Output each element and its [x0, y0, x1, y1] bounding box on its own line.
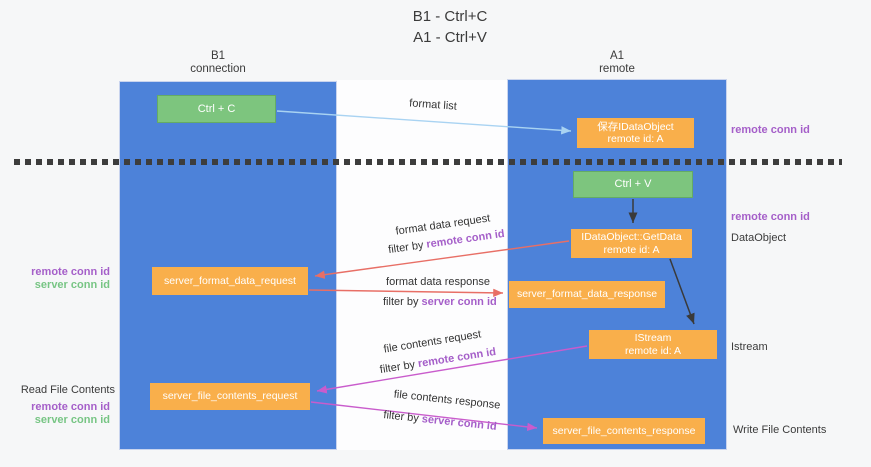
node-ctrl-c: Ctrl + C [157, 95, 276, 123]
node-save-idataobject: 保存IDataObject remote id: A [577, 118, 694, 148]
right-label-dataobject: DataObject [731, 232, 787, 244]
lane-header-a1: A1 remote [557, 50, 677, 76]
lane-b1-subtitle: connection [190, 63, 246, 75]
node-getdata-line2: remote id: A [603, 243, 660, 256]
node-ctrl-v: Ctrl + V [573, 171, 693, 198]
filter-by-text: filter by [382, 409, 420, 425]
node-file-response-label: server_file_contents_response [552, 424, 696, 437]
right-label-write-file-contents: Write File Contents [733, 424, 827, 436]
right-label-remote-conn-id-2: remote conn id [731, 211, 810, 223]
node-format-response-label: server_format_data_response [516, 288, 658, 301]
node-idataobject-getdata: IDataObject::GetData remote id: A [571, 229, 692, 258]
edge-label-format-data-response: format data response [386, 276, 490, 288]
diagram-title: B1 - Ctrl+C A1 - Ctrl+V [330, 6, 570, 48]
node-file-request-label: server_file_contents_request [162, 390, 298, 403]
left-label-remote-conn-id-2: remote conn id [31, 401, 110, 413]
title-line-2: A1 - Ctrl+V [413, 29, 487, 46]
node-server-format-data-response: server_format_data_response [509, 281, 665, 308]
dashed-separator-line [14, 159, 842, 165]
node-server-file-contents-response: server_file_contents_response [543, 418, 705, 444]
left-label-server-conn-id-1: server conn id [34, 279, 110, 291]
node-istream: IStream remote id: A [589, 330, 717, 359]
node-save-idataobject-line1: 保存IDataObject [597, 120, 674, 133]
node-ctrl-c-label: Ctrl + C [197, 102, 236, 115]
node-ctrl-v-label: Ctrl + V [614, 178, 652, 191]
lane-b1-title: B1 [210, 50, 226, 62]
node-server-format-data-request: server_format_data_request [152, 267, 308, 295]
lane-a1-subtitle: remote [599, 63, 635, 75]
lane-a1-title: A1 [609, 50, 625, 62]
node-format-request-label: server_format_data_request [164, 274, 296, 287]
left-label-remote-conn-id-1: remote conn id [31, 266, 110, 278]
right-label-remote-conn-id-1: remote conn id [731, 124, 810, 136]
left-label-read-file-contents: Read File Contents [20, 384, 115, 396]
right-label-istream: Istream [731, 341, 768, 353]
node-istream-line1: IStream [634, 332, 672, 344]
lane-header-b1: B1 connection [158, 50, 278, 76]
node-server-file-contents-request: server_file_contents_request [150, 383, 310, 410]
server-conn-id-keyword: server conn id [421, 296, 497, 308]
edge-label-filter-server-1: filter by server conn id [383, 296, 497, 309]
title-line-1: B1 - Ctrl+C [412, 8, 488, 25]
left-label-server-conn-id-2: server conn id [34, 414, 110, 426]
node-istream-line2: remote id: A [624, 344, 682, 357]
node-save-idataobject-line2: remote id: A [607, 133, 664, 145]
filter-by-text: filter by [383, 296, 419, 308]
node-getdata-line1: IDataObject::GetData [581, 231, 682, 243]
